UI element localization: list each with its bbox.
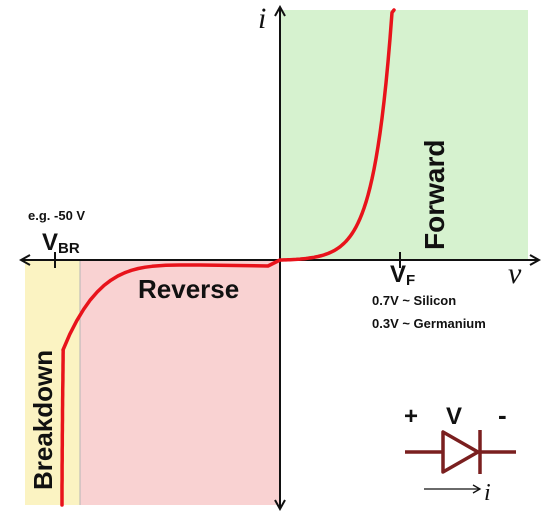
reverse-label: Reverse <box>138 274 239 304</box>
germanium-note: 0.3V ~ Germanium <box>372 316 486 331</box>
forward-voltage-symbol: VF <box>390 261 415 289</box>
current-axis-label: i <box>258 2 266 35</box>
breakdown-region <box>25 260 80 505</box>
breakdown-label: Breakdown <box>28 350 58 490</box>
diode-triangle-icon <box>441 430 480 474</box>
diode-minus-sign: - <box>498 400 507 430</box>
forward-label: Forward <box>419 140 450 250</box>
breakdown-voltage-symbol: VBR <box>42 229 80 257</box>
breakdown-voltage-example: e.g. -50 V <box>28 208 85 223</box>
diode-symbol: + V - i <box>404 400 516 506</box>
diode-voltage-label: V <box>446 403 462 430</box>
silicon-note: 0.7V ~ Silicon <box>372 293 456 308</box>
diode-plus-sign: + <box>404 403 418 430</box>
reverse-region <box>80 260 280 505</box>
forward-region <box>280 10 528 260</box>
iv-characteristic-curve <box>60 8 396 507</box>
diode-current-label: i <box>484 480 491 506</box>
voltage-axis-label: v <box>508 257 522 290</box>
